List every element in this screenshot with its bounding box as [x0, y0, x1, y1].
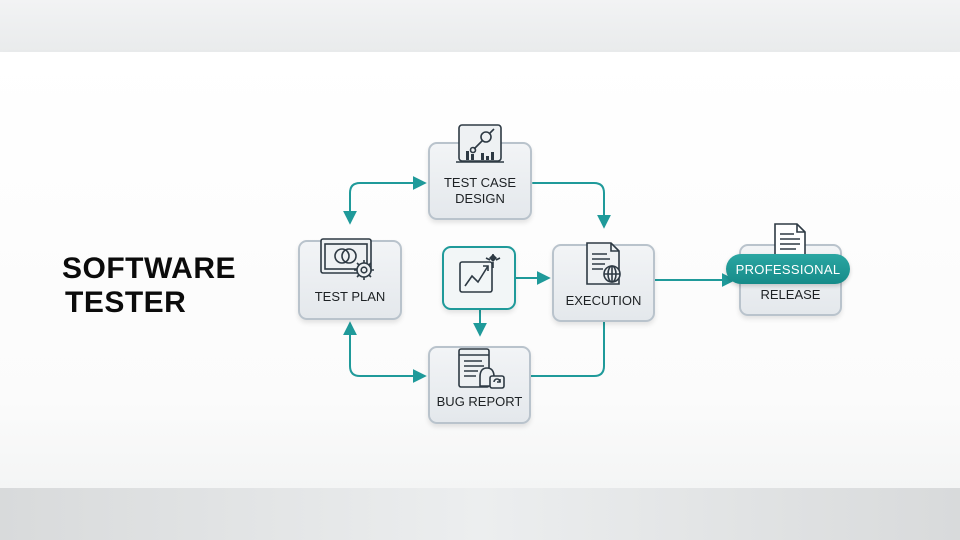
document-bug-icon: [458, 348, 505, 389]
top-band: [0, 0, 960, 52]
title-line-2: TESTER: [65, 286, 187, 319]
label-line-2: DESIGN: [455, 191, 505, 206]
arrow-bug-plan: [343, 321, 427, 383]
monitor-gear-icon: [320, 238, 374, 280]
document-globe-icon: [586, 242, 621, 285]
line-execution-bug: [530, 321, 605, 377]
page-title: SOFTWARE TESTER: [62, 252, 236, 320]
trend-chart-icon: [459, 254, 501, 293]
node-release-label: RELEASE: [760, 287, 821, 302]
node-test-plan: TEST PLAN: [298, 240, 402, 320]
document-icon: [774, 223, 806, 259]
node-analysis: [442, 246, 516, 310]
label-line-1: TEST CASE: [443, 175, 516, 190]
document-chart-icon: [456, 124, 504, 163]
title-line-1: SOFTWARE: [62, 252, 236, 285]
node-test-case-design-label: TEST CASE DESIGN: [444, 175, 516, 207]
node-bug-report-label: BUG REPORT: [436, 394, 523, 409]
bottom-band: [0, 488, 960, 540]
node-execution-label: EXECUTION: [565, 293, 642, 308]
arrow-plan-design: [343, 176, 427, 225]
node-test-plan-label: TEST PLAN: [314, 289, 386, 304]
arrow-design-execution: [532, 182, 611, 229]
professional-badge: PROFESSIONAL: [726, 254, 850, 284]
